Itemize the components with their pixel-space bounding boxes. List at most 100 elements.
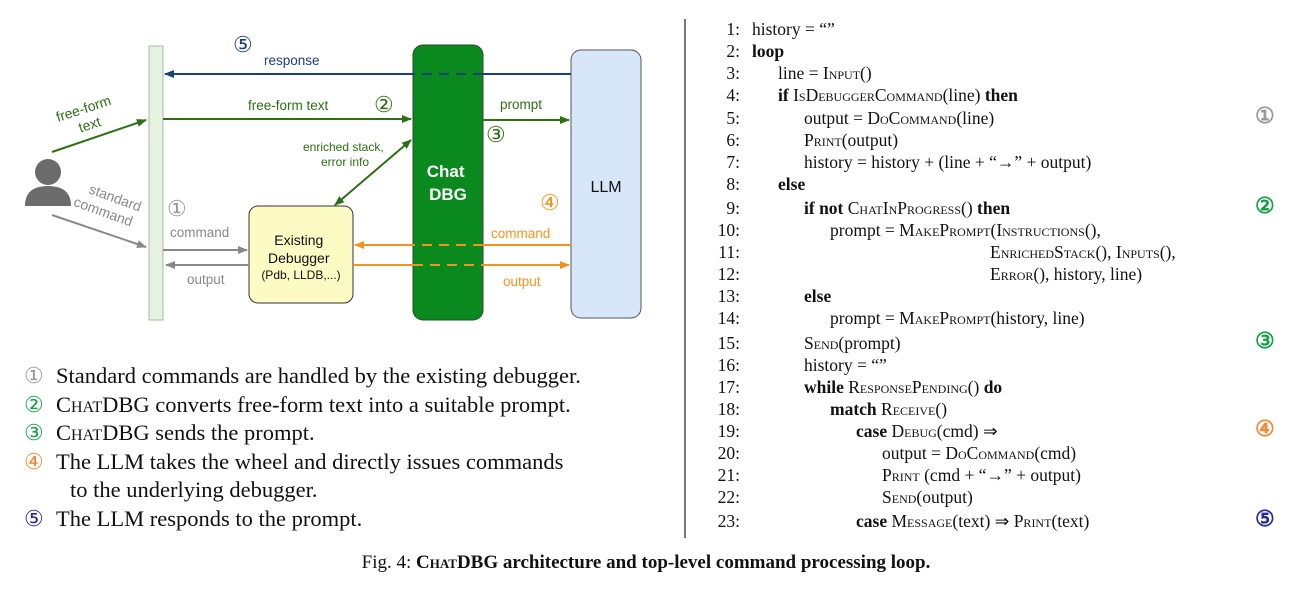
line-number: 7: [726,152,740,172]
llm-label: LLM [590,179,621,196]
line-number: 18: [717,399,740,419]
chatdbg-label: Chat DBG [427,162,470,204]
code-text: Error(), history, line) [990,264,1143,284]
code-text: Print (cmd + “→” + output) [882,465,1081,485]
architecture-diagram: free-form text standard command Chat DBG… [25,32,642,321]
code-text: loop [752,41,785,61]
code-text: prompt = MakePrompt(history, line) [830,308,1085,328]
legend-text: Standard commands are handled by the exi… [56,363,581,388]
code-text: EnrichedStack(), Inputs(), [990,242,1176,262]
code-text: Print(output) [804,130,899,150]
marker-5: ⑤ [233,32,253,57]
line-number: 2: [726,41,740,61]
free-form-arrow [51,119,147,153]
marker-1: ① [167,196,187,221]
legend-text: The LLM responds to the prompt. [56,505,363,531]
code-text: line = Input() [778,63,872,83]
marker-2: ② [374,92,394,117]
code-text: output = DoCommand(line) [804,108,995,128]
line-number: 21: [717,465,740,485]
standard-command-arrow [51,214,147,248]
existing-debugger-box [248,205,354,304]
step-marker: ③ [1255,328,1275,353]
divider [684,19,686,538]
step-marker: ④ [1255,416,1275,441]
code-text: history = “” [752,19,835,39]
legend-item: ④ The LLM takes the wheel and directly is… [24,448,684,477]
legend-marker: ⑤ [24,505,44,531]
line-number: 4: [726,85,740,105]
line-number: 5: [726,108,740,128]
line-number: 9: [726,198,740,218]
output-orange-label: output [503,274,541,289]
free-form-text-label: free-form text [248,98,329,113]
legend-item: ② ChatDBG converts free-form text into a … [24,391,684,420]
line-number: 20: [717,443,740,463]
enriched-stack-label: enriched stack, error info [303,140,387,169]
line-number: 22: [717,487,740,507]
standard-command-label: standard command [72,177,148,231]
line-number: 17: [717,377,740,397]
line-number: 23: [717,511,740,531]
legend-marker: ④ [24,448,44,474]
code-text: prompt = MakePrompt(Instructions(), [830,220,1101,240]
line-number: 1: [726,19,740,39]
line-number: 15: [717,333,740,353]
legend-marker: ② [24,391,44,417]
code-text: while ResponsePending() do [804,377,1003,397]
llm-box [570,49,642,319]
legend-item: ③ ChatDBG sends the prompt. [24,419,684,448]
existing-debugger-label: Existing Debugger (Pdb, LLDB,...) [261,232,340,282]
legend-marker: ③ [24,420,44,445]
line-number: 11: [718,242,740,262]
person-icon [25,159,71,206]
chatdbg-box [412,44,484,321]
interface-bar [148,45,164,321]
legend-text-continued: to the underlying debugger. [70,477,318,502]
code-text: case Debug(cmd) ⇒ [856,421,998,441]
line-number: 3: [726,63,740,83]
legend-item: ⑤ The LLM responds to the prompt. [24,505,684,534]
line-number: 8: [726,174,740,194]
code-text: else [804,286,832,306]
code-text: output = DoCommand(cmd) [882,443,1077,463]
legend: ① Standard commands are handled by the ex… [24,362,684,533]
caption-prefix: Fig. 4: [361,552,417,573]
enriched-stack-arrow [334,139,412,206]
line-number: 10: [717,220,740,240]
figure-caption: Fig. 4: ChatDBG architecture and top-lev… [0,552,1292,574]
code-text: history = history + (line + “→” + output… [804,152,1092,172]
step-marker: ⑤ [1255,506,1275,531]
legend-text: ChatDBG converts free-form text into a s… [56,391,571,417]
command-orange-label: command [491,226,550,241]
free-form-user-label: free-form text [54,91,122,141]
code-text: Send(output) [882,487,973,507]
code-text: match Receive() [830,399,948,419]
line-number: 12: [717,264,740,284]
legend-item: ① Standard commands are handled by the ex… [24,362,684,391]
command-gray-label: command [170,225,229,240]
step-marker: ① [1255,103,1275,128]
marker-3: ③ [486,122,506,147]
marker-4: ④ [540,190,560,215]
response-label: response [264,53,320,68]
code-text: case Message(text) ⇒ Print(text) [856,511,1090,531]
line-number: 13: [717,286,740,306]
caption-chatdbg: ChatDBG [416,552,499,573]
code-text: if not ChatInProgress() then [804,198,1011,218]
prompt-label: prompt [500,97,542,112]
line-number: 6: [726,130,740,150]
step-marker: ② [1255,193,1275,218]
line-number: 14: [717,308,740,328]
code-text: else [778,174,806,194]
legend-marker: ① [24,363,44,388]
code-text: history = “” [804,355,887,375]
line-number: 16: [717,355,740,375]
line-number: 19: [717,421,740,441]
caption-rest: architecture and top-level command proce… [498,552,931,573]
legend-text: ChatDBG sends the prompt. [56,420,315,445]
code-text: if IsDebuggerCommand(line) then [778,85,1018,105]
output-gray-label: output [187,272,225,287]
legend-text: The LLM takes the wheel and directly iss… [56,448,564,474]
code-text: Send(prompt) [804,333,901,353]
